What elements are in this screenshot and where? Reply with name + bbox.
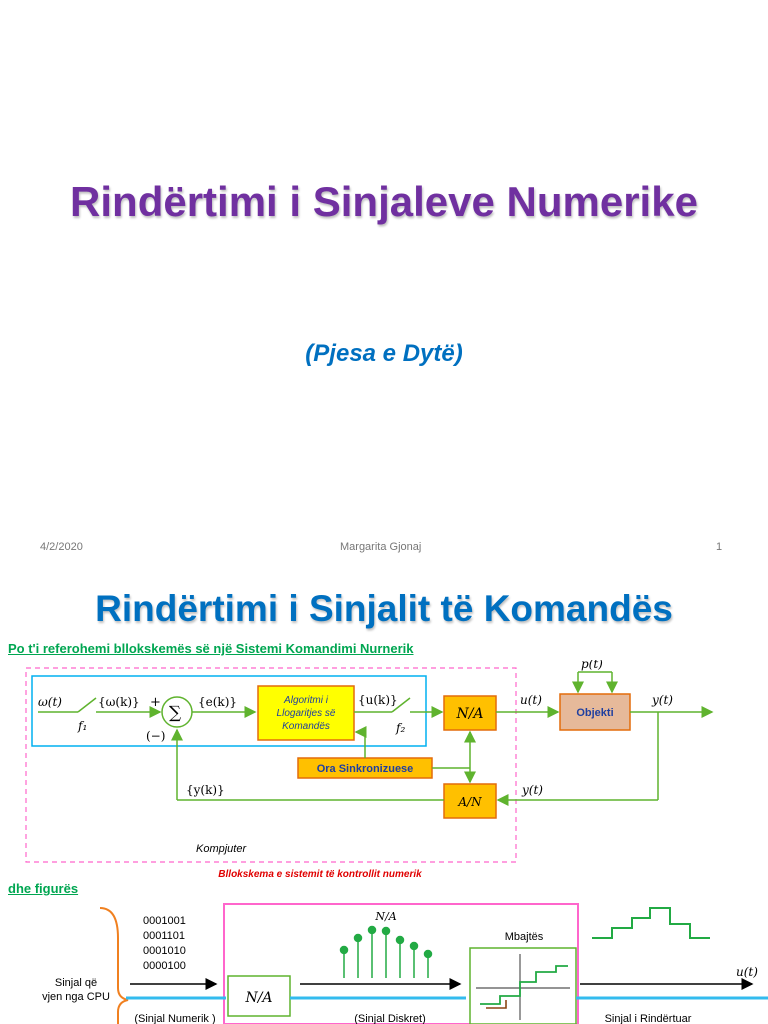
slide-2: Rindërtimi i Sinjalit të Komandës Po t'i… xyxy=(0,568,768,1024)
output-u-t-label: u(t) xyxy=(736,965,758,979)
label-y-k: {y(k)} xyxy=(186,783,225,797)
label-y-t-output: y(t) xyxy=(651,693,673,707)
label-f2: f₂ xyxy=(395,721,405,735)
hold-block xyxy=(469,947,577,1024)
slide-1-subtitle: (Pjesa e Dytë) xyxy=(305,340,463,367)
label-w-k: {ω(k)} xyxy=(98,695,140,709)
stem-plot xyxy=(339,925,433,978)
figure-label: dhe figurës xyxy=(8,881,79,896)
computer-inner-box xyxy=(31,675,427,747)
stem-plot-title: N/A xyxy=(374,910,396,923)
switch-f2 xyxy=(391,697,411,713)
numeric-signal-label: (Sinjal Numerik ) xyxy=(134,1013,215,1024)
label-p-t: p(t) xyxy=(581,660,603,671)
clock-label: Ora Sinkronizuese xyxy=(317,763,414,775)
sigma-symbol: ∑ xyxy=(169,703,181,723)
hold-label: Mbajtës xyxy=(505,931,544,943)
label-minus: (−) xyxy=(146,729,165,743)
na-label: N/A xyxy=(455,706,483,722)
algorithm-line-2: Llogaritjes së xyxy=(277,708,336,719)
computer-boundary xyxy=(25,667,517,863)
label-u-t: u(t) xyxy=(520,693,542,707)
footer-author: Margarita Gjonaj xyxy=(340,541,422,553)
object-block xyxy=(559,693,631,731)
label-e-k: {e(k)} xyxy=(198,695,237,709)
footer-date: 4/2/2020 xyxy=(40,541,83,553)
discrete-signal-label: (Sinjal Diskret) xyxy=(354,1013,426,1024)
label-plus: + xyxy=(150,695,161,710)
label-y-t-feedback: y(t) xyxy=(521,783,543,797)
an-block xyxy=(443,783,497,819)
intro-text: Po t'i referohemi bllokskemës së një Sis… xyxy=(8,641,414,656)
rebuilt-signal-plot xyxy=(592,907,710,939)
na-converter-label: N/A xyxy=(244,990,272,1006)
hold-staircase-icon xyxy=(476,954,570,1020)
switch-f1 xyxy=(77,697,97,713)
slide-2-title: Rindërtimi i Sinjalit të Komandës xyxy=(95,588,673,629)
slide-1: Rindërtimi i Sinjaleve Numerike (Pjesa e… xyxy=(40,178,723,553)
code-0: 0001001 xyxy=(143,915,186,927)
an-label: A/N xyxy=(457,795,482,809)
slide-1-title: Rindërtimi i Sinjaleve Numerike xyxy=(70,178,698,225)
diagram-caption: Bllokskema e sistemit të kontrollit nume… xyxy=(218,869,422,880)
source-label-2: vjen nga CPU xyxy=(42,991,110,1003)
label-w-t: ω(t) xyxy=(38,695,62,709)
na-block xyxy=(443,695,497,731)
reconstruction-diagram: Sinjal që vjen nga CPU 0001001 0001101 0… xyxy=(42,903,768,1024)
label-f1: f₁ xyxy=(77,719,87,733)
code-2: 0001010 xyxy=(143,945,186,957)
code-1: 0001101 xyxy=(143,930,185,942)
computer-label: Kompjuter xyxy=(196,843,247,855)
algorithm-block xyxy=(257,685,355,741)
algorithm-line-3: Komandës xyxy=(282,721,330,732)
source-brace xyxy=(99,907,129,1024)
object-label: Objekti xyxy=(576,707,613,719)
na-converter-block xyxy=(227,975,291,1017)
footer-page-number: 1 xyxy=(716,541,723,553)
label-u-k: {u(k)} xyxy=(358,693,398,707)
algorithm-line-1: Algoritmi i xyxy=(283,695,329,706)
na-system-box xyxy=(223,903,579,1024)
code-3: 0000100 xyxy=(143,960,186,972)
rebuilt-signal-label: Sinjal i Rindërtuar xyxy=(605,1013,692,1024)
source-label-1: Sinjal që xyxy=(55,977,97,989)
block-diagram: ω(t) f₁ {ω(k)} + ∑ (−) {e(k)} Algoritmi … xyxy=(25,660,714,863)
